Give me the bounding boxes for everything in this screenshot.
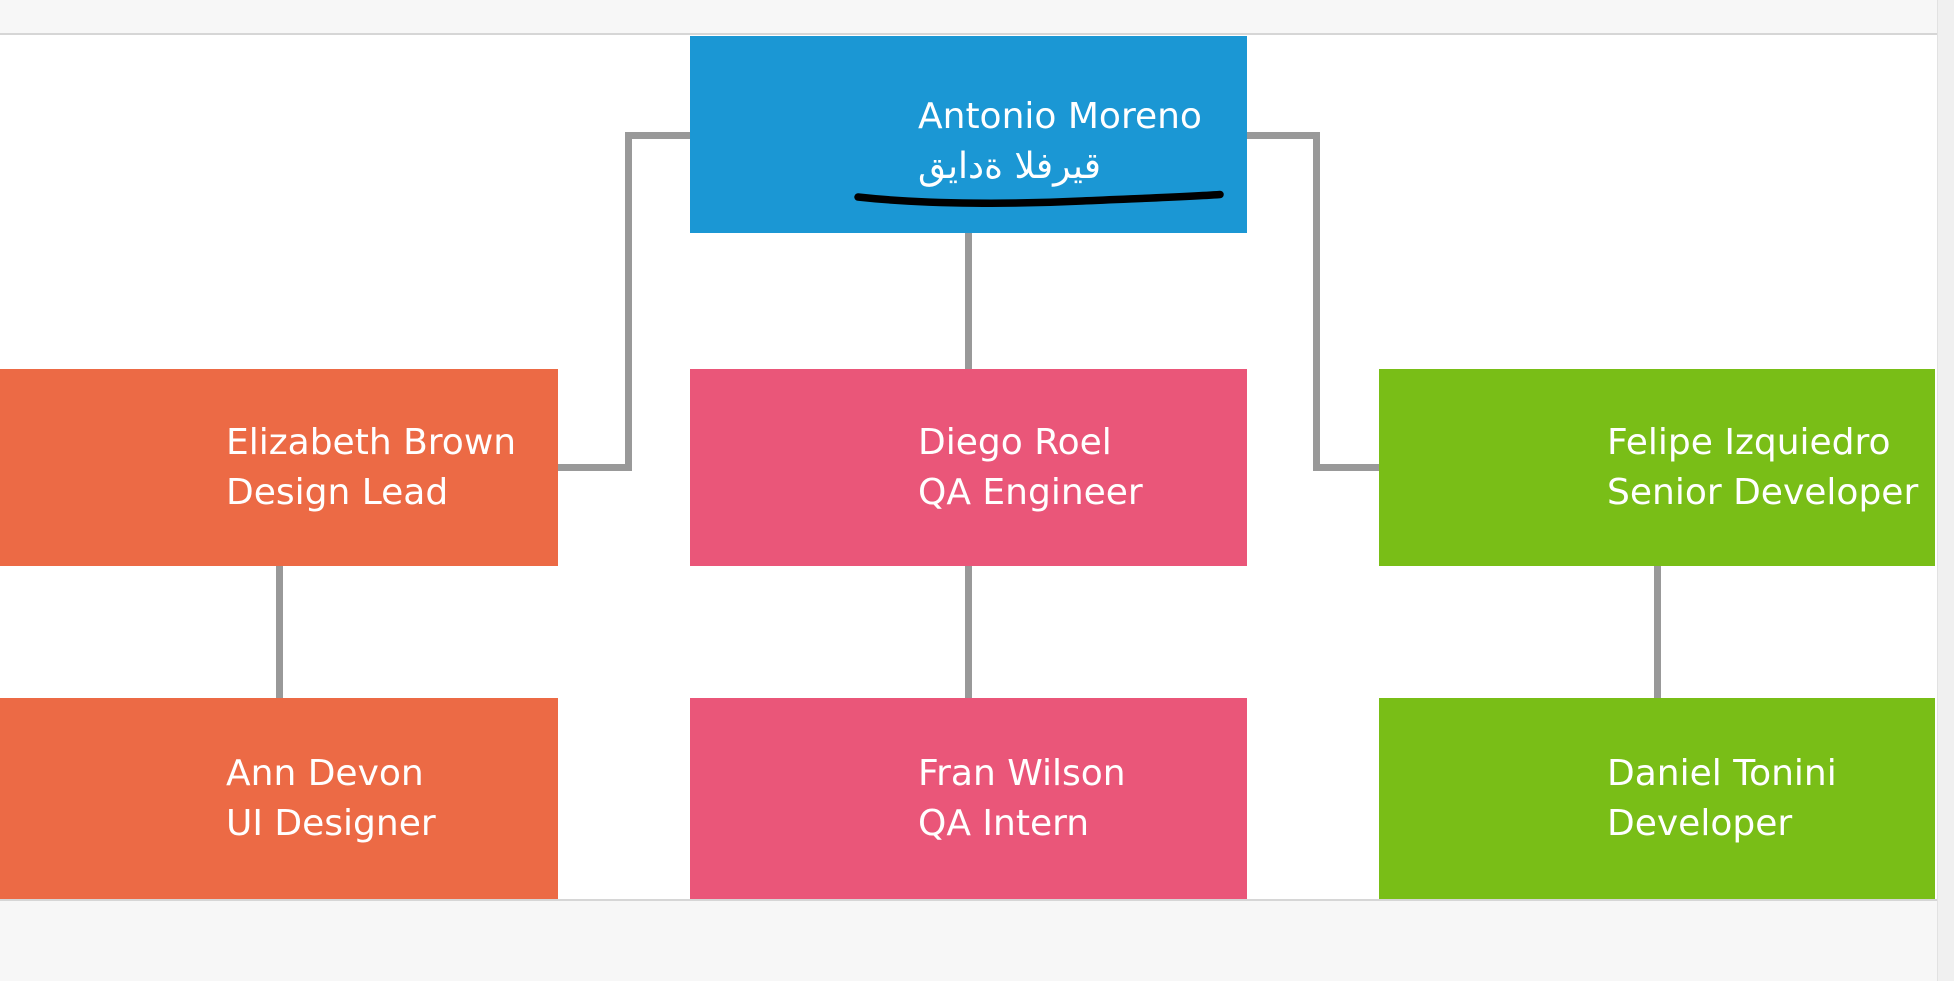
node-name: Daniel Tonini — [1607, 752, 1837, 794]
node-name: Diego Roel — [918, 421, 1112, 463]
page-bottom-strip — [0, 899, 1954, 981]
connector-diego-fran — [965, 566, 972, 698]
vertical-scrollbar[interactable] — [1937, 0, 1954, 981]
node-title: UI Designer — [226, 802, 436, 844]
page-top-strip — [0, 0, 1954, 35]
connector-elizabeth-ann — [276, 566, 283, 698]
org-node-ann-devon[interactable]: Ann Devon UI Designer — [0, 698, 558, 899]
node-name: Ann Devon — [226, 752, 424, 794]
connector-antonio-elizabeth — [556, 464, 632, 471]
connector-antonio-elizabeth — [625, 132, 632, 471]
node-title: QA Intern — [918, 802, 1090, 844]
node-name: Antonio Moreno — [918, 95, 1202, 137]
node-name: Elizabeth Brown — [226, 421, 517, 463]
node-title: Developer — [1607, 802, 1793, 844]
hand-drawn-underline-stroke — [854, 190, 1224, 207]
node-title: قيادة الفريق — [918, 145, 1102, 187]
connector-antonio-elizabeth — [625, 132, 690, 139]
org-node-diego-roel[interactable]: Diego Roel QA Engineer — [690, 369, 1247, 566]
connector-antonio-felipe — [1247, 132, 1320, 139]
org-node-antonio-moreno[interactable]: Antonio Moreno قيادة الفريق — [690, 36, 1247, 233]
node-name: Fran Wilson — [918, 752, 1126, 794]
org-node-fran-wilson[interactable]: Fran Wilson QA Intern — [690, 698, 1247, 899]
org-node-daniel-tonini[interactable]: Daniel Tonini Developer — [1379, 698, 1935, 899]
org-node-elizabeth-brown[interactable]: Elizabeth Brown Design Lead — [0, 369, 558, 566]
node-name: Felipe Izquiedro — [1607, 421, 1891, 463]
connector-felipe-daniel — [1654, 566, 1661, 698]
node-title: QA Engineer — [918, 471, 1143, 513]
connector-antonio-felipe — [1313, 132, 1320, 471]
org-node-felipe-izquiedro[interactable]: Felipe Izquiedro Senior Developer — [1379, 369, 1935, 566]
node-title: Senior Developer — [1607, 471, 1919, 513]
node-title: Design Lead — [226, 471, 449, 513]
connector-antonio-diego — [965, 233, 972, 369]
connector-antonio-felipe — [1313, 464, 1379, 471]
hand-drawn-underline — [854, 190, 1224, 207]
